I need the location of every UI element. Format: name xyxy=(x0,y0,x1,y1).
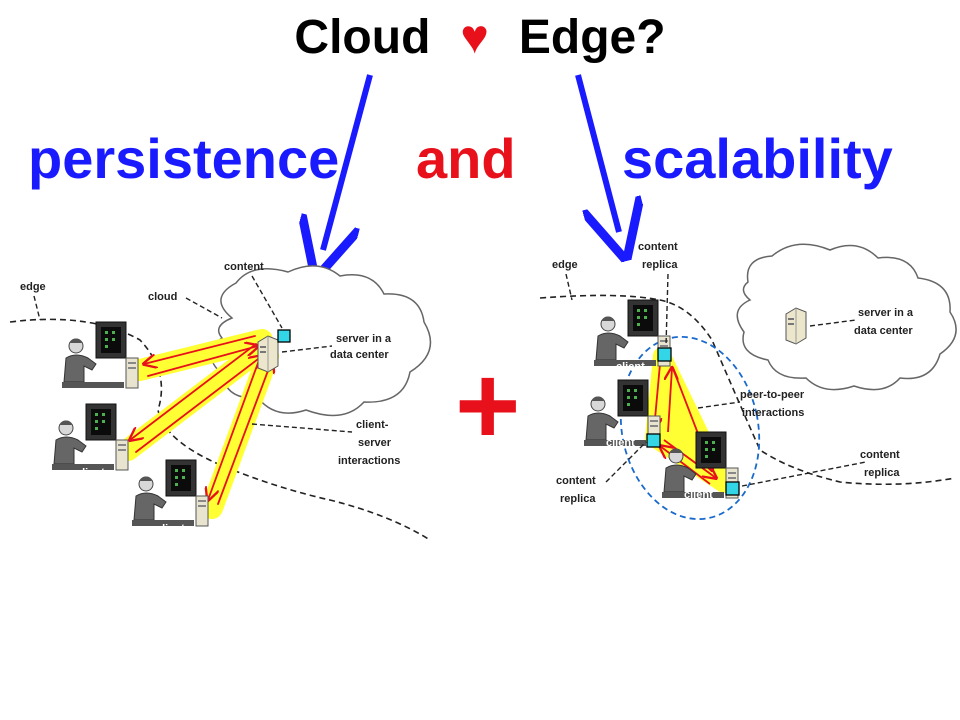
title-cloud: Cloud xyxy=(294,11,431,64)
arrow-edge-to-scalability xyxy=(575,74,619,232)
right-server-icon xyxy=(785,307,807,345)
right-p2p-label-1: peer-to-peer xyxy=(740,389,805,401)
right-replica-right-1: content xyxy=(860,449,900,461)
left-client-label-1: client xyxy=(86,387,115,399)
right-replica-left-1: content xyxy=(556,475,596,487)
arrow-cloud-to-persistence xyxy=(323,74,373,250)
title-edge: Edge? xyxy=(518,11,666,64)
client-server-links xyxy=(117,329,279,519)
right-p2p-label-2: interactions xyxy=(742,407,804,419)
left-edge-line xyxy=(9,318,431,541)
headline-scalability: scalability xyxy=(622,127,893,190)
left-edge-label: edge xyxy=(20,281,46,293)
right-edge-label: edge xyxy=(552,259,578,271)
left-client-label-3: client xyxy=(156,523,185,535)
right-content-replica-top-2: replica xyxy=(642,259,678,271)
right-cloud-shape xyxy=(736,243,957,391)
headline-and: and xyxy=(416,127,516,190)
left-content-icon xyxy=(277,329,291,343)
right-replica-right-2: replica xyxy=(864,467,900,479)
replica-icon-1 xyxy=(657,347,672,362)
right-client-label-3: client xyxy=(684,489,713,501)
right-replica-left-2: replica xyxy=(560,493,596,505)
left-server-label-2: data center xyxy=(330,349,389,361)
right-content-replica-top-1: content xyxy=(638,241,678,253)
right-client-label-1: client xyxy=(616,361,645,373)
right-server-label-1: server in a xyxy=(858,307,914,319)
left-content-label: content xyxy=(224,261,264,273)
left-client-label-2: client xyxy=(76,467,105,479)
title: Cloud ♥ Edge? xyxy=(0,10,960,65)
left-server-icon xyxy=(257,335,279,373)
right-client-label-2: client xyxy=(606,437,635,449)
left-cs-label-1: client- xyxy=(356,419,389,431)
left-cs-label-2: server xyxy=(358,437,392,449)
left-cloud-label: cloud xyxy=(148,291,177,303)
right-server-label-2: data center xyxy=(854,325,913,337)
headline-persistence: persistence xyxy=(28,127,340,190)
replica-icon-2 xyxy=(646,433,661,448)
replica-icon-3 xyxy=(725,481,740,496)
left-client-2 xyxy=(51,403,129,471)
right-edge-line xyxy=(539,294,956,486)
left-client-3 xyxy=(131,459,209,527)
plus-sign: + xyxy=(455,343,520,468)
left-server-label-1: server in a xyxy=(336,333,392,345)
left-client-1 xyxy=(61,321,139,389)
left-cs-label-3: interactions xyxy=(338,455,400,467)
heart-icon: ♥ xyxy=(460,11,489,64)
